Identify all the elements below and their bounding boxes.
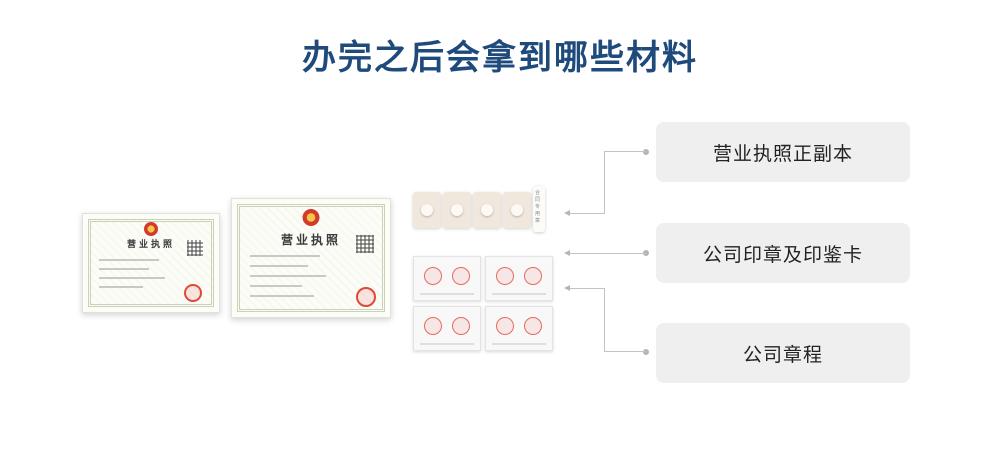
red-stamp-icon	[424, 317, 442, 335]
qr-code-icon	[356, 235, 374, 253]
license-text-line	[250, 255, 320, 257]
page-title: 办完之后会拿到哪些材料	[302, 38, 698, 78]
company-seal	[413, 192, 441, 228]
label-text: 公司章程	[742, 343, 823, 366]
connector-line	[570, 288, 605, 289]
license-text-line	[250, 275, 326, 277]
card-text-line	[492, 343, 546, 345]
connector-line	[604, 151, 605, 214]
seal-impression-card	[485, 306, 553, 351]
connector-line	[604, 151, 646, 152]
connector-line	[604, 288, 605, 352]
license-text-line	[99, 259, 159, 261]
label-text: 营业执照正副本	[712, 142, 853, 165]
business-license-original: 营业执照	[231, 198, 391, 318]
connector-dot-icon	[643, 349, 649, 355]
arrow-left-icon	[564, 210, 570, 216]
qr-code-icon	[187, 240, 203, 256]
license-heading: 营业执照	[280, 233, 341, 247]
license-heading: 营业执照	[126, 240, 175, 250]
card-text-line	[420, 343, 474, 345]
label-business-license: 营业执照正副本	[656, 122, 910, 182]
seal-impression-card	[413, 256, 481, 301]
connector-line	[570, 253, 646, 254]
label-text: 公司印章及印鉴卡	[702, 243, 863, 266]
red-stamp-icon	[524, 317, 542, 335]
national-emblem-icon	[144, 222, 158, 236]
red-stamp-icon	[356, 287, 376, 307]
label-company-seals: 公司印章及印鉴卡	[656, 223, 910, 283]
red-stamp-icon	[452, 317, 470, 335]
company-seal	[503, 192, 531, 228]
license-text-line	[250, 295, 314, 297]
red-stamp-icon	[496, 267, 514, 285]
license-text-line	[250, 265, 308, 267]
license-text-line	[99, 268, 149, 270]
connector-line	[570, 213, 605, 214]
connector-dot-icon	[643, 149, 649, 155]
seal-impression-card	[485, 256, 553, 301]
contract-seal-stick: 合同专用章	[533, 186, 545, 232]
card-text-line	[420, 293, 474, 295]
seal-impression-card	[413, 306, 481, 351]
red-stamp-icon	[524, 267, 542, 285]
label-articles-of-association: 公司章程	[656, 323, 910, 383]
red-stamp-icon	[184, 284, 202, 302]
arrow-left-icon	[564, 250, 570, 256]
license-text-line	[250, 285, 302, 287]
company-seal	[473, 192, 501, 228]
arrow-left-icon	[564, 285, 570, 291]
card-text-line	[492, 293, 546, 295]
red-stamp-icon	[496, 317, 514, 335]
company-seal	[443, 192, 471, 228]
license-text-line	[99, 286, 143, 288]
connector-dot-icon	[643, 250, 649, 256]
red-stamp-icon	[424, 267, 442, 285]
connector-line	[604, 351, 646, 352]
red-stamp-icon	[452, 267, 470, 285]
license-text-line	[99, 277, 165, 279]
national-emblem-icon	[302, 209, 320, 226]
seal-stick-text: 合同专用章	[535, 190, 541, 224]
business-license-copy: 营业执照	[82, 213, 220, 313]
